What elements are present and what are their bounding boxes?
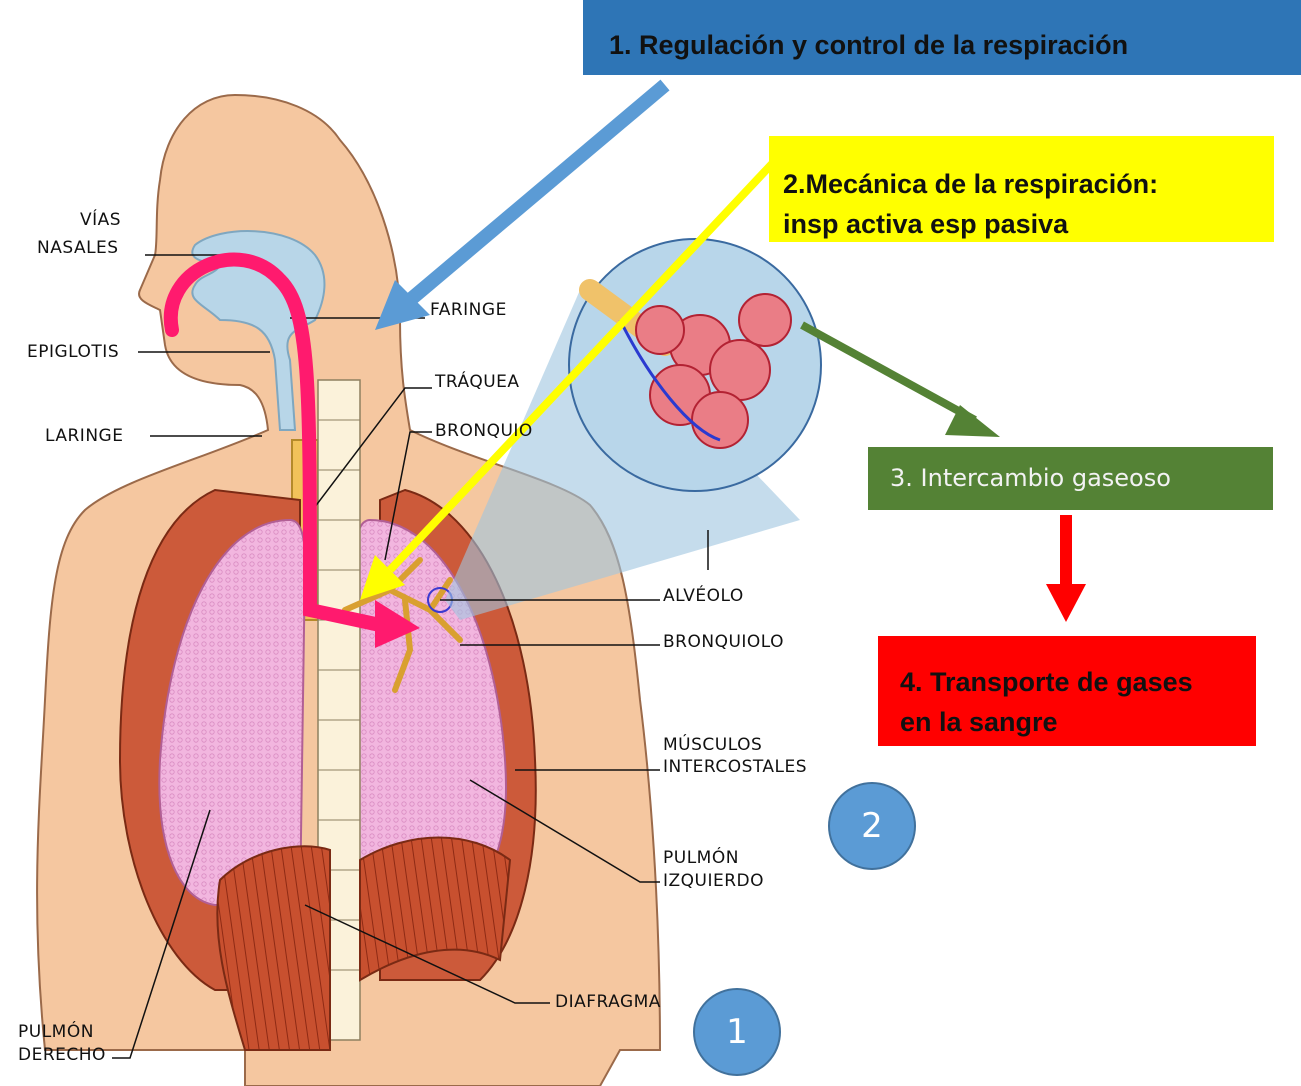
label-intercostales: INTERCOSTALES: [663, 757, 807, 777]
label-pulmon-izquierdo-2: IZQUIERDO: [663, 871, 764, 891]
transport-box: 4. Transporte de gases en la sangre: [878, 636, 1256, 746]
regulation-box: 1. Regulación y control de la respiració…: [583, 0, 1301, 75]
label-pulmon-izquierdo-1: PULMÓN: [663, 848, 739, 868]
label-pulmon-derecho-1: PULMÓN: [18, 1022, 94, 1042]
transport-arrow: [1046, 515, 1086, 622]
label-bronquio: BRONQUIO: [435, 421, 533, 441]
label-faringe: FARINGE: [430, 300, 507, 320]
mechanics-box: 2.Mecánica de la respiración: insp activ…: [769, 136, 1274, 242]
gas-exchange-arrow: [802, 325, 1000, 437]
badge-1: 1: [693, 988, 781, 1076]
label-musculos: MÚSCULOS: [663, 735, 762, 755]
label-laringe: LARINGE: [45, 426, 123, 446]
mechanics-box-line2: insp activa esp pasiva: [783, 204, 1274, 244]
label-alveolo: ALVÉOLO: [663, 586, 744, 606]
badge-2: 2: [828, 782, 916, 870]
label-epiglotis: EPIGLOTIS: [27, 342, 119, 362]
label-vias: VÍAS: [80, 210, 121, 230]
label-nasales: NASALES: [37, 238, 119, 258]
gas-exchange-box: 3. Intercambio gaseoso: [868, 447, 1273, 510]
gas-exchange-box-text: 3. Intercambio gaseoso: [890, 464, 1171, 492]
transport-box-line2: en la sangre: [900, 702, 1256, 742]
label-traquea: TRÁQUEA: [435, 372, 520, 392]
label-bronquiolo: BRONQUIOLO: [663, 632, 784, 652]
mechanics-box-line1: 2.Mecánica de la respiración:: [783, 164, 1274, 204]
label-pulmon-derecho-2: DERECHO: [18, 1045, 106, 1065]
transport-box-line1: 4. Transporte de gases: [900, 662, 1256, 702]
label-diafragma: DIAFRAGMA: [555, 992, 661, 1012]
regulation-box-text: 1. Regulación y control de la respiració…: [609, 30, 1128, 60]
